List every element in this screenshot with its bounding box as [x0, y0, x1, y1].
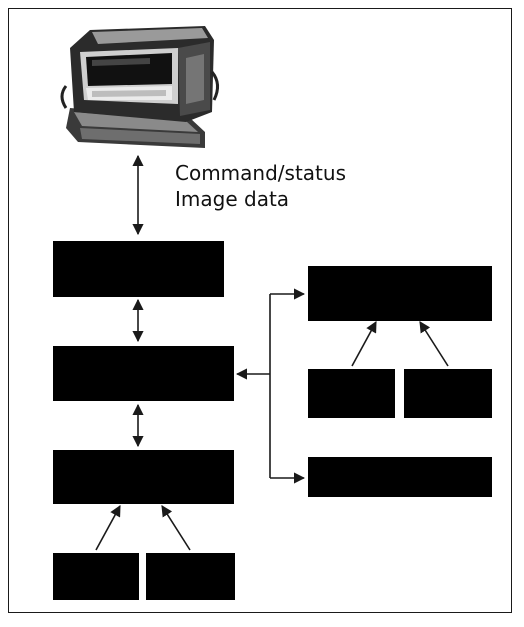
block-top-left	[53, 241, 224, 297]
block-right-small-a	[308, 369, 395, 418]
diagram-frame	[8, 8, 512, 613]
arrow-block-9-to-block-3	[161, 505, 191, 551]
block-bottom-left-a	[53, 553, 139, 600]
link-label-line-2: Image data	[175, 187, 290, 211]
block-middle-left	[53, 346, 234, 401]
block-right-small-b	[404, 369, 492, 418]
block-top-right	[308, 266, 492, 321]
block-lower-left	[53, 450, 234, 504]
arrow-block-6-to-block-4	[419, 321, 449, 367]
arrow-block-5-to-block-4	[351, 321, 377, 367]
link-label-line-1: Command/status	[175, 161, 346, 185]
block-bottom-right	[308, 457, 492, 497]
block-bottom-left-b	[146, 553, 235, 600]
arrow-block-8-to-block-3	[95, 505, 121, 551]
link-label: Command/status Image data	[175, 160, 346, 212]
